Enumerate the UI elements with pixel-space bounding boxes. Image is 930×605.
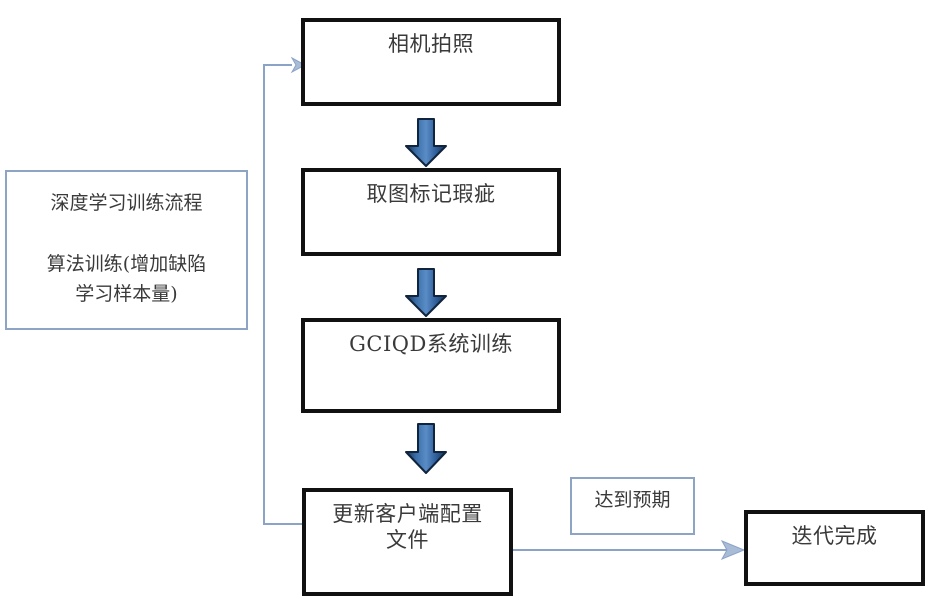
block-arrow-down-2 xyxy=(404,268,448,318)
node-update[interactable]: 更新客户端配置 文件 xyxy=(302,488,513,596)
feedback-connector xyxy=(263,56,307,525)
node-done[interactable]: 迭代完成 xyxy=(744,510,925,586)
info-panel: 深度学习训练流程算法训练(增加缺陷 学习样本量) xyxy=(5,170,248,330)
node-update-label: 更新客户端配置 文件 xyxy=(332,502,483,552)
node-done-label: 迭代完成 xyxy=(791,524,878,548)
label-expected: 达到预期 xyxy=(570,477,695,535)
node-train[interactable]: GCIQD系统训练 xyxy=(301,318,561,413)
block-arrow-down-1 xyxy=(404,118,448,168)
info-panel-line1: 深度学习训练流程 xyxy=(50,192,203,214)
node-camera[interactable]: 相机拍照 xyxy=(301,18,561,106)
node-train-label: GCIQD系统训练 xyxy=(349,332,513,356)
node-mark[interactable]: 取图标记瑕疵 xyxy=(301,168,561,256)
node-camera-label: 相机拍照 xyxy=(388,32,474,56)
done-connector xyxy=(513,539,746,561)
info-panel-text: 深度学习训练流程算法训练(增加缺陷 学习样本量) xyxy=(7,172,246,310)
block-arrow-down-3 xyxy=(404,423,448,475)
info-panel-line2: 算法训练(增加缺陷 学习样本量) xyxy=(46,252,207,306)
node-mark-label: 取图标记瑕疵 xyxy=(366,182,496,206)
label-expected-text: 达到预期 xyxy=(594,489,671,511)
